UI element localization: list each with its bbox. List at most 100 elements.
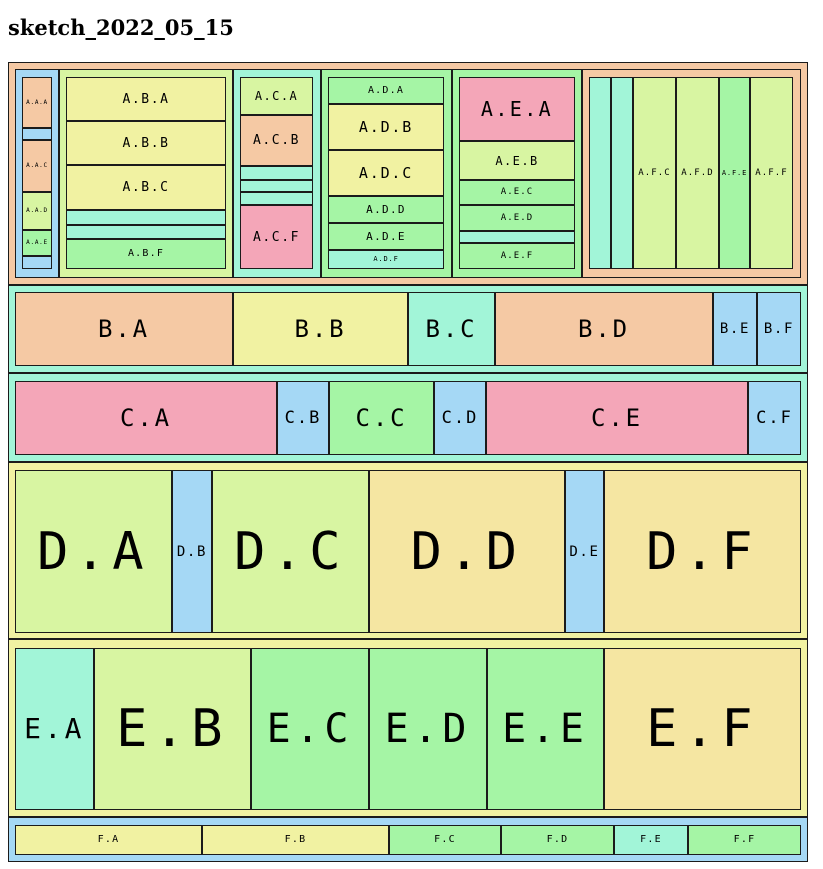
cell-label: A.D.D: [366, 203, 406, 216]
cell-label: A.F.D: [681, 167, 714, 178]
cell-label: C.A: [120, 404, 172, 432]
cell-e-c: E.C: [251, 648, 369, 810]
cell-a-b-d: [66, 210, 226, 225]
cell-a-d-b: A.D.B: [328, 104, 444, 150]
cell-label: D.C: [234, 521, 347, 582]
cell-label: B.C: [425, 315, 478, 343]
cell-f-a: F.A: [15, 825, 202, 855]
cell-a-d-f: A.D.F: [328, 250, 444, 269]
cell-label: A.A.A: [26, 98, 48, 106]
cell-label: A.F.F: [755, 167, 788, 178]
cell-a-b-b: A.B.B: [66, 121, 226, 165]
cell-b-e: B.E: [713, 292, 757, 366]
cell-a-c-c: [240, 166, 313, 180]
cell-c-b: C.B: [277, 381, 329, 455]
cell-a-d-e: A.D.E: [328, 223, 444, 250]
cell-b-a: B.A: [15, 292, 233, 366]
cell-label: C.D: [441, 407, 479, 428]
cell-b-c: B.C: [408, 292, 495, 366]
cell-a-a-c: A.A.C: [22, 140, 52, 192]
cell-e-b: E.B: [94, 648, 251, 810]
cell-b-b: B.B: [233, 292, 408, 366]
cell-label: A.D.F: [373, 255, 399, 263]
cell-label: A.D.A: [367, 84, 405, 96]
cell-d-c: D.C: [212, 470, 369, 633]
cell-d-b: D.B: [172, 470, 212, 633]
cell-a-b-c: A.B.C: [66, 165, 226, 210]
cell-a-a-a: A.A.A: [22, 77, 52, 128]
cell-label: C.F: [756, 407, 793, 428]
cell-a-b-a: A.B.A: [66, 77, 226, 121]
cell-label: A.C.A: [254, 89, 299, 103]
cell-label: A.D.E: [366, 230, 406, 243]
cell-a-a-b: [22, 128, 52, 140]
cell-label: B.E: [719, 321, 751, 337]
cell-label: A.B.A: [122, 91, 170, 107]
cell-a-c-b: A.C.B: [240, 115, 313, 166]
cell-label: B.D: [578, 315, 630, 343]
cell-e-a: E.A: [15, 648, 94, 810]
cell-label: E.B: [116, 699, 229, 759]
cell-a-d-a: A.D.A: [328, 77, 444, 104]
cell-a-a-d: A.A.D: [22, 192, 52, 230]
cell-f-e: F.E: [614, 825, 688, 855]
cell-f-d: F.D: [501, 825, 614, 855]
cell-label: A.F.C: [638, 167, 671, 178]
cell-c-f: C.F: [748, 381, 801, 455]
cell-a-a-e: A.A.E: [22, 230, 52, 256]
cell-label: A.E.D: [500, 212, 534, 223]
cell-d-f: D.F: [604, 470, 801, 633]
cell-a-c-a: A.C.A: [240, 77, 313, 115]
cell-a-e-c: A.E.C: [459, 180, 575, 205]
cell-label: A.B.C: [122, 180, 170, 195]
cell-a-c-f: A.C.F: [240, 205, 313, 269]
cell-a-a-f: [22, 256, 52, 269]
cell-label: E.A: [24, 712, 85, 745]
cell-c-d: C.D: [434, 381, 486, 455]
cell-a-f-f: A.F.F: [750, 77, 793, 269]
cell-label: B.A: [98, 315, 150, 343]
cell-a-c-d: [240, 180, 313, 192]
cell-a-f-a: [589, 77, 611, 269]
cell-label: D.D: [410, 521, 524, 582]
cell-label: A.E.B: [495, 153, 539, 168]
cell-label: F.E: [640, 834, 662, 845]
cell-label: D.B: [176, 543, 208, 560]
cell-a-f-d: A.F.D: [676, 77, 719, 269]
cell-label: E.F: [646, 699, 759, 759]
cell-f-c: F.C: [389, 825, 501, 855]
cell-f-f: F.F: [688, 825, 801, 855]
cell-d-a: D.A: [15, 470, 172, 633]
cell-c-c: C.C: [329, 381, 434, 455]
page-title: sketch_2022_05_15: [8, 15, 234, 40]
cell-label: A.E.F: [500, 250, 534, 261]
cell-label: B.B: [294, 315, 347, 343]
cell-e-e: E.E: [487, 648, 604, 810]
cell-label: E.D: [384, 706, 472, 752]
cell-label: F.A: [97, 834, 120, 845]
cell-label: C.E: [591, 404, 643, 432]
cell-a-f-c: A.F.C: [633, 77, 676, 269]
cell-label: A.F.E: [721, 168, 748, 177]
cell-label: A.A.C: [26, 162, 48, 169]
cell-b-f: B.F: [757, 292, 801, 366]
cell-e-f: E.F: [604, 648, 801, 810]
cell-label: C.C: [355, 404, 408, 432]
cell-label: E.E: [502, 706, 589, 752]
cell-a-e-d: A.E.D: [459, 205, 575, 231]
cell-b-d: B.D: [495, 292, 713, 366]
cell-a-e-e: [459, 231, 575, 243]
cell-label: D.E: [569, 543, 600, 560]
cell-c-e: C.E: [486, 381, 748, 455]
cell-a-b-f: A.B.F: [66, 239, 226, 269]
cell-label: A.B.F: [127, 248, 165, 259]
cell-label: F.D: [546, 834, 569, 845]
cell-label: A.E.C: [500, 187, 534, 197]
cell-label: A.E.A: [480, 97, 554, 121]
cell-a-b-e: [66, 225, 226, 239]
cell-label: C.B: [284, 407, 322, 428]
cell-d-d: D.D: [369, 470, 565, 633]
cell-label: A.D.B: [358, 117, 414, 136]
cell-label: E.C: [266, 706, 354, 752]
